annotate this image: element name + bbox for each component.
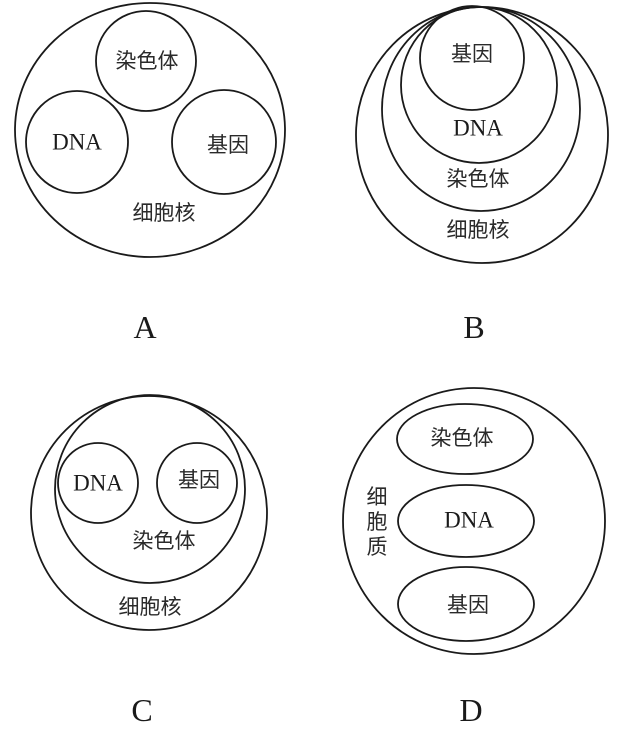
- panel-d-label: D: [459, 692, 482, 728]
- panel-d-cytoplasm-vertical-label: 细 胞 质: [367, 485, 388, 559]
- panel-c-label: C: [131, 692, 152, 728]
- panel-d-chromosome-ellipse: [396, 403, 534, 475]
- panel-d: 染色体 DNA 基因 细 胞 质 D: [342, 387, 606, 728]
- panel-c-dna-text: DNA: [73, 471, 123, 496]
- panel-a-chromosome-circle: [95, 10, 197, 112]
- panel-d-chromosome-text: 染色体: [431, 426, 494, 450]
- panel-d-cytoplasm-char-3: 质: [367, 535, 388, 559]
- panel-b-gene-circle: [419, 5, 525, 111]
- panel-d-gene-text: 基因: [447, 593, 489, 617]
- panel-c-chromosome-text: 染色体: [133, 529, 196, 553]
- panel-c-dna-circle: [57, 442, 139, 524]
- panel-c: DNA 基因 染色体 细胞核 C: [30, 394, 268, 728]
- panel-b-gene-text: 基因: [451, 42, 493, 66]
- panel-c-gene-circle: [156, 442, 238, 524]
- panel-d-gene-ellipse: [397, 566, 535, 642]
- panel-a: 染色体 DNA 基因 细胞核 A: [14, 2, 286, 345]
- panel-a-gene-circle: [171, 89, 277, 195]
- panel-b-chromosome-text: 染色体: [447, 167, 510, 191]
- panel-a-nucleus-text: 细胞核: [133, 201, 196, 225]
- panel-b-dna-text: DNA: [453, 116, 503, 141]
- panel-d-cytoplasm-char-1: 细: [367, 485, 388, 509]
- panel-c-gene-text: 基因: [178, 468, 220, 492]
- panel-a-chromosome-text: 染色体: [116, 49, 179, 73]
- panel-a-nucleus-circle: [14, 2, 286, 258]
- panel-a-dna-text: DNA: [52, 130, 102, 155]
- panel-a-label: A: [133, 309, 156, 345]
- panel-b-nucleus-text: 细胞核: [447, 218, 510, 242]
- panel-d-cytoplasm-char-2: 胞: [367, 510, 388, 534]
- panel-a-gene-text: 基因: [207, 133, 249, 157]
- panel-b-label: B: [463, 309, 484, 345]
- panel-c-nucleus-text: 细胞核: [119, 595, 182, 619]
- panel-c-chromosome-circle: [54, 394, 246, 584]
- panel-b: 基因 DNA 染色体 细胞核 B: [355, 5, 609, 345]
- panel-d-dna-ellipse: [397, 484, 535, 558]
- panel-a-dna-circle: [25, 90, 129, 194]
- panel-c-nucleus-circle: [30, 395, 268, 631]
- panel-d-cytoplasm-circle: [342, 387, 606, 655]
- panel-d-dna-text: DNA: [444, 508, 494, 533]
